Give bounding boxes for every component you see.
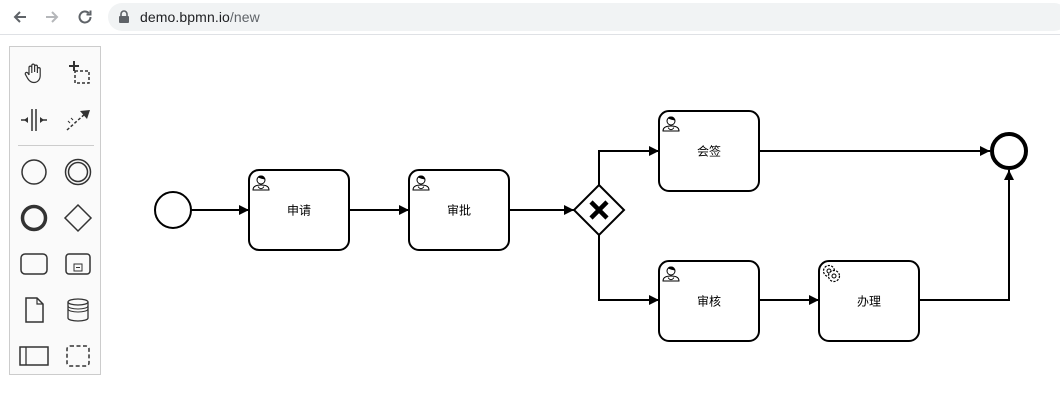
tool-palette: [9, 46, 101, 375]
task-review[interactable]: [658, 260, 760, 342]
end-event-tool[interactable]: [16, 200, 52, 236]
task-label-countersign: 会签: [696, 144, 722, 159]
back-arrow-icon: [13, 11, 26, 23]
start-event-tool[interactable]: [16, 154, 52, 190]
url-path: /new: [229, 9, 260, 25]
group-icon: [66, 345, 90, 367]
hand-tool-button[interactable]: [16, 55, 52, 91]
forward-button[interactable]: [40, 5, 64, 29]
address-bar[interactable]: demo.bpmn.io/new: [108, 3, 1060, 31]
task-label-apply: 申请: [286, 203, 312, 218]
hand-icon: [24, 63, 41, 84]
gateway-icon: [63, 203, 93, 233]
intermediate-event-tool[interactable]: [60, 154, 96, 190]
pool-icon: [19, 346, 49, 366]
connect-arrow-icon: [66, 110, 90, 131]
intermediate-event-icon: [64, 158, 92, 186]
end-event-icon: [20, 204, 48, 232]
start-event[interactable]: [154, 191, 192, 229]
lock-icon: [118, 10, 132, 24]
gateway-tool[interactable]: [60, 200, 96, 236]
space-tool-icon: [21, 109, 47, 131]
task-label-approve: 审批: [446, 203, 472, 218]
data-store-icon: [67, 298, 89, 322]
task-countersign[interactable]: [658, 110, 760, 192]
space-tool-button[interactable]: [16, 102, 52, 138]
url-domain: demo.bpmn.io: [140, 9, 230, 25]
flow-gateway-to-review[interactable]: [598, 235, 659, 305]
pool-tool[interactable]: [16, 338, 52, 374]
lasso-tool-button[interactable]: [60, 55, 96, 91]
service-task-gear-icon: [822, 264, 841, 283]
reload-icon: [78, 10, 92, 24]
data-store-tool[interactable]: [60, 292, 96, 328]
browser-toolbar: demo.bpmn.io/new: [0, 0, 1060, 35]
back-button[interactable]: [8, 5, 32, 29]
lasso-icon: [69, 61, 90, 84]
task-label-review: 审核: [696, 294, 722, 309]
gateway-x-icon: [589, 200, 609, 220]
task-label-handle: 办理: [856, 294, 882, 309]
task-handle[interactable]: [818, 260, 920, 342]
url-text: demo.bpmn.io/new: [140, 9, 260, 25]
flow-gateway-to-countersign[interactable]: [598, 146, 659, 185]
subprocess-tool[interactable]: [60, 246, 96, 282]
subprocess-icon: [65, 253, 91, 275]
global-connect-tool-button[interactable]: [60, 102, 96, 138]
task-icon: [20, 253, 48, 275]
forward-arrow-icon: [46, 11, 59, 23]
task-tool[interactable]: [16, 246, 52, 282]
diagram-canvas[interactable]: [0, 36, 1060, 404]
data-object-tool[interactable]: [16, 292, 52, 328]
flow-handle-to-end[interactable]: [919, 170, 1014, 301]
palette-separator: [18, 145, 94, 146]
exclusive-gateway[interactable]: [572, 183, 626, 237]
end-event[interactable]: [990, 132, 1028, 170]
group-tool[interactable]: [60, 338, 96, 374]
start-event-icon: [21, 159, 47, 185]
task-approve[interactable]: [408, 169, 510, 251]
reload-button[interactable]: [73, 5, 97, 29]
data-object-icon: [25, 297, 44, 323]
task-apply[interactable]: [248, 169, 350, 251]
